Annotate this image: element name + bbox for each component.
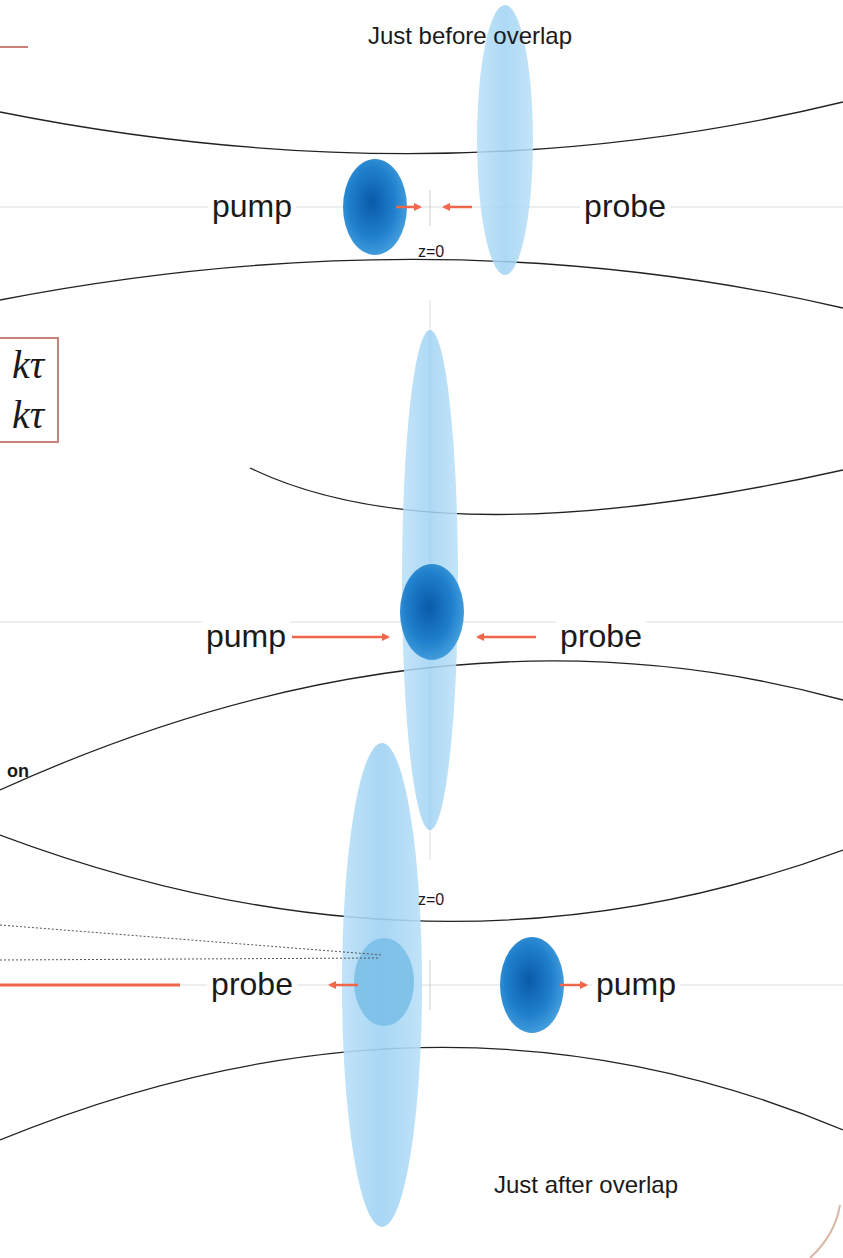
- position-label: z=0: [418, 891, 444, 909]
- pulse-label: pump: [592, 967, 680, 1002]
- pulse-label: probe: [556, 619, 646, 654]
- position-label: z=0: [418, 243, 444, 261]
- panel-caption: Just before overlap: [368, 23, 572, 49]
- equation-fragment: kτ: [12, 393, 44, 437]
- pulse-label: pump: [208, 189, 296, 224]
- panel-caption: Just after overlap: [494, 1172, 678, 1198]
- pulse-label: probe: [580, 189, 670, 224]
- pulse-label: pump: [202, 619, 290, 654]
- text-fragment: on: [7, 762, 29, 782]
- equation-fragment: kτ: [12, 343, 44, 387]
- pulse-label: probe: [207, 967, 297, 1002]
